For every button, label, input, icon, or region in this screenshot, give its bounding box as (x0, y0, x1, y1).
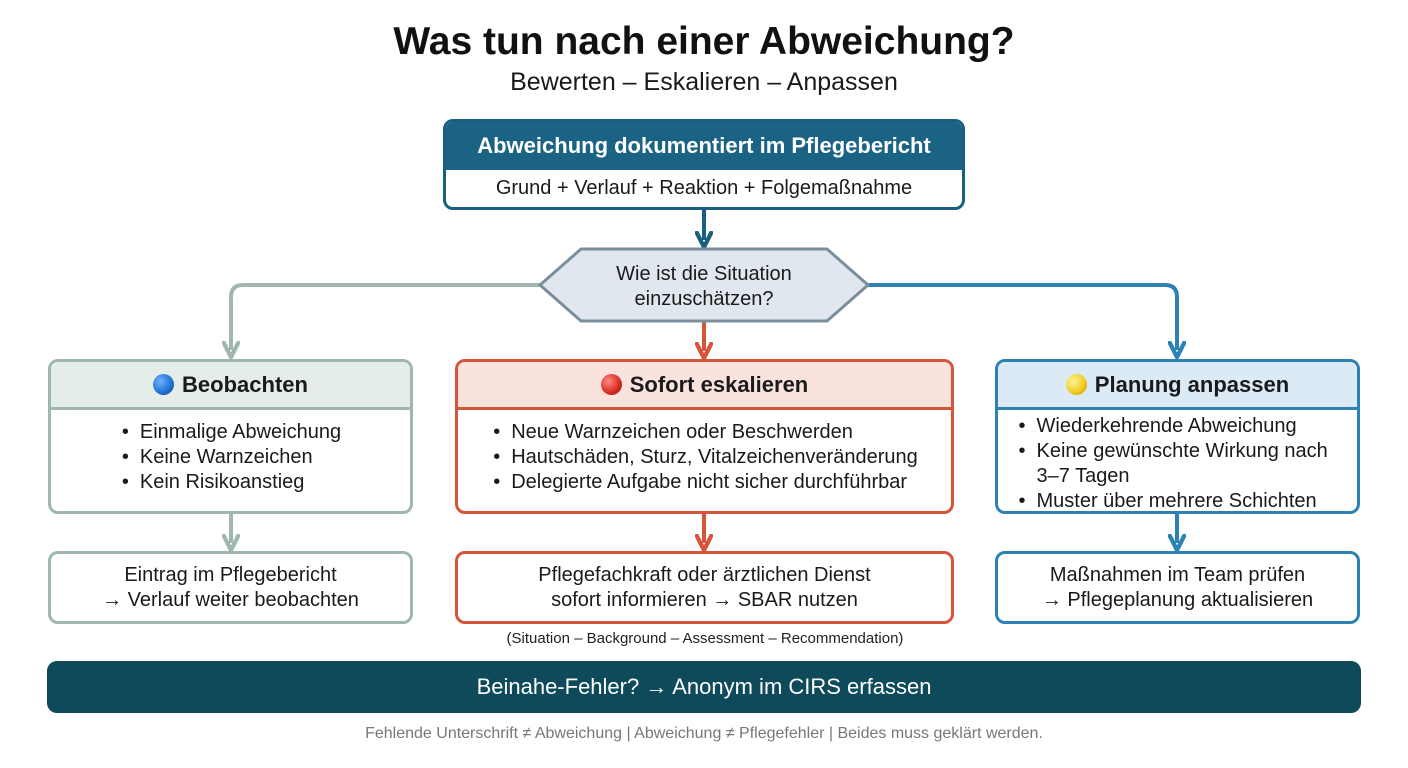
adjust-plan-criteria-list: Wiederkehrende Abweichung Keine gewünsch… (1017, 414, 1339, 511)
page-title: Was tun nach einer Abweichung? (393, 20, 1015, 63)
documented-deviation-box: Abweichung dokumentiert im Pflegebericht… (443, 119, 965, 210)
cirs-banner: Beinahe-Fehler? → Anonym im CIRS erfasse… (47, 661, 1361, 713)
adjust-plan-outcome-box: Maßnahmen im Team prüfen → Pflegeplanung… (995, 551, 1360, 624)
adjust-plan-card-header: Planung anpassen (998, 362, 1357, 410)
red-circle-icon (600, 374, 622, 395)
adjust-plan-outcome-line-1: Maßnahmen im Team prüfen (1049, 563, 1306, 586)
documented-deviation-header: Abweichung dokumentiert im Pflegebericht (446, 122, 962, 170)
list-item: Muster über mehrere Schichten (1017, 489, 1339, 511)
decision-line-1: Wie ist die Situation (616, 263, 792, 285)
list-item: Keine gewünschte Wirkung nach 3–7 Tagen (1017, 439, 1339, 489)
list-item: Neue Warnzeichen oder Beschwerden (491, 420, 918, 445)
observe-outcome-line-2: → Verlauf weiter beobachten (102, 588, 359, 611)
arrow-decision-to-observe (231, 283, 540, 350)
sbar-explanation: (Situation – Background – Assessment – R… (506, 630, 904, 647)
escalate-card: Sofort eskalieren Neue Warnzeichen oder … (455, 359, 954, 514)
list-item: Keine Warnzeichen (120, 445, 341, 470)
page-subtitle: Bewerten – Eskalieren – Anpassen (510, 68, 898, 96)
observe-criteria-list: Einmalige Abweichung Keine Warnzeichen K… (120, 420, 341, 495)
escalate-criteria-list: Neue Warnzeichen oder Beschwerden Hautsc… (491, 420, 918, 495)
yellow-circle-icon (1065, 374, 1087, 395)
list-item: Delegierte Aufgabe nicht sicher durchfüh… (491, 470, 918, 495)
footer-note: Fehlende Unterschrift ≠ Abweichung | Abw… (365, 725, 1043, 742)
escalate-outcome-line-2: sofort informieren → SBAR nutzen (551, 588, 858, 611)
list-item: Kein Risikoanstieg (120, 470, 341, 495)
documented-deviation-body: Grund + Verlauf + Reaktion + Folgemaßnah… (495, 177, 913, 199)
list-item: Wiederkehrende Abweichung (1017, 414, 1339, 439)
escalate-outcome-box: Pflegefachkraft oder ärztlichen Dienst s… (455, 551, 954, 624)
list-item: Einmalige Abweichung (120, 420, 341, 445)
observe-card-title: Beobachten (182, 371, 308, 397)
arrow-decision-to-adjust (868, 283, 1177, 350)
observe-card-header: Beobachten (51, 362, 410, 410)
observe-outcome-box: Eintrag im Pflegebericht → Verlauf weite… (48, 551, 413, 624)
decision-hexagon (537, 247, 871, 323)
decision-question: Wie ist die Situation einzuschätzen? (555, 255, 853, 319)
escalate-card-header: Sofort eskalieren (458, 362, 951, 410)
observe-outcome-line-1: Eintrag im Pflegebericht (124, 563, 337, 586)
escalate-outcome-line-1: Pflegefachkraft oder ärztlichen Dienst (538, 563, 871, 586)
adjust-plan-card-title: Planung anpassen (1094, 371, 1290, 397)
decision-line-2: einzuschätzen? (634, 288, 774, 310)
observe-card: Beobachten Einmalige Abweichung Keine Wa… (48, 359, 413, 514)
blue-circle-icon (153, 374, 175, 395)
adjust-plan-outcome-line-2: → Pflegeplanung aktualisieren (1041, 588, 1314, 611)
list-item: Hautschäden, Sturz, Vitalzeichenveränder… (491, 445, 918, 470)
escalate-card-title: Sofort eskalieren (629, 371, 809, 397)
adjust-plan-card: Planung anpassen Wiederkehrende Abweichu… (995, 359, 1360, 514)
